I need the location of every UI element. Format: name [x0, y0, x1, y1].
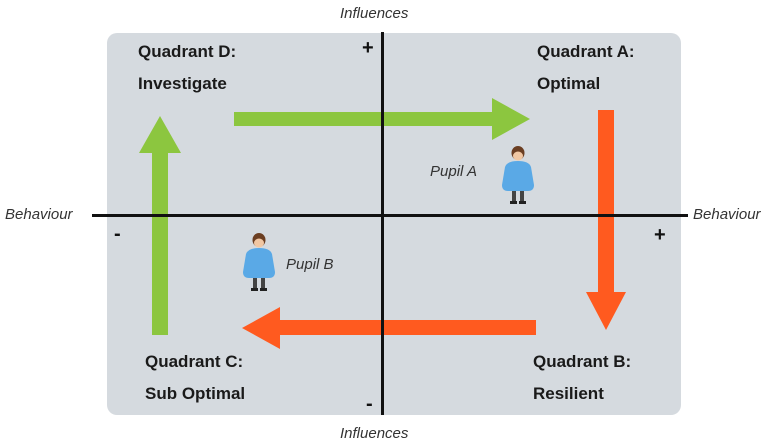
quadrant-b-subtitle: Resilient [533, 384, 604, 403]
pupil-a-figure-icon [502, 146, 534, 204]
quadrant-c-subtitle: Sub Optimal [145, 384, 246, 403]
axis-label-right: Behaviour [693, 206, 761, 223]
axis-label-left: Behaviour [5, 206, 73, 223]
arrow-a-to-b [586, 110, 626, 330]
influences-axis [381, 32, 384, 415]
quadrant-c-title: Quadrant C: [145, 352, 244, 371]
quadrant-d-subtitle: Investigate [138, 74, 227, 93]
diagram-panel [107, 33, 681, 415]
axis-label-bottom: Influences [340, 425, 409, 442]
quadrant-d-label: Quadrant D: Investigate [138, 36, 236, 100]
behaviour-axis [92, 214, 688, 217]
sign-bottom-minus: - [366, 393, 373, 415]
sign-left-minus: - [114, 223, 121, 245]
quadrant-d-title: Quadrant D: [138, 42, 237, 61]
quadrant-a-label: Quadrant A: Optimal [537, 36, 635, 100]
pupil-b-label: Pupil B [286, 256, 334, 273]
sign-right-plus: + [654, 224, 666, 246]
quadrant-a-subtitle: Optimal [537, 74, 601, 93]
quadrant-a-title: Quadrant A: [537, 42, 635, 61]
quadrant-b-title: Quadrant B: [533, 352, 632, 371]
quadrant-c-label: Quadrant C: Sub Optimal [145, 346, 245, 410]
arrow-c-to-d [139, 116, 181, 335]
pupil-b-figure-icon [243, 233, 275, 291]
axis-label-top: Influences [340, 5, 409, 22]
arrow-b-to-c [242, 307, 536, 349]
sign-top-plus: + [362, 37, 374, 59]
quadrant-b-label: Quadrant B: Resilient [533, 346, 631, 410]
pupil-a-label: Pupil A [430, 163, 477, 180]
